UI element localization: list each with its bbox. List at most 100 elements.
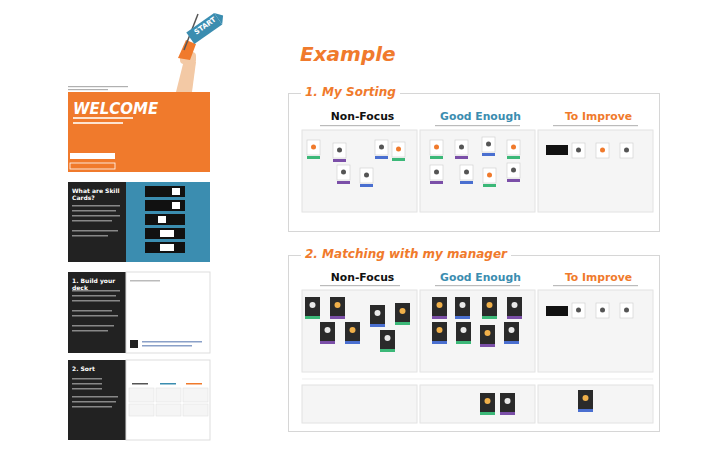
info-panel: 1. Build your deck [68,272,126,353]
skill-card [576,148,581,153]
sort-panel [186,383,202,385]
top-notes [68,89,108,90]
skill-card [392,158,405,161]
skill-card [620,143,633,158]
skill-card [392,142,405,161]
skill-card [395,303,410,322]
info-panel [160,244,174,251]
skill-card [305,316,320,319]
hand-flag-illustration [172,10,227,92]
sort-panel [156,404,181,416]
sort-column: Non-Focus [303,110,422,214]
skill-card [620,303,633,318]
skill-card [464,170,469,175]
skill-card [345,322,360,344]
skill-card [337,181,350,184]
info-panel [68,182,126,262]
info-panel [72,210,116,212]
hand-flag-illustration [186,13,222,44]
skill-card [364,173,369,178]
skill-card [455,140,468,159]
column-box [538,130,653,212]
info-panel [68,182,210,262]
column-heading: To Improve [539,271,658,284]
skill-card [572,143,585,158]
skill-card [600,148,605,153]
column-heading: Good Enough [421,271,540,284]
skill-card [432,322,447,344]
skill-card [430,140,443,155]
skill-card [360,168,373,183]
skill-card [437,302,443,308]
sort-panel [72,406,112,408]
deck-panel [72,310,112,312]
column-subtitle [320,285,400,286]
skill-card [486,142,491,147]
skill-card [500,393,515,412]
sort-panel [68,360,210,440]
skill-card [379,145,384,150]
column-subtitle [320,125,400,126]
sort-column: To Improve [539,110,658,214]
section-label: 2. Matching with my manager [301,247,511,261]
column-heading: To Improve [539,110,658,123]
skill-card [432,297,447,319]
skill-card [395,322,410,325]
sort-column: Non-Focus [303,271,422,375]
section-frame: 1. My SortingNon-FocusGood EnoughTo Impr… [288,93,660,232]
skill-card [546,145,568,155]
skill-card [335,302,341,308]
skill-card [583,395,589,401]
column-box [302,379,653,380]
skill-card [600,308,605,313]
skill-card [596,303,609,318]
info-panel [160,230,174,237]
section-frame: 2. Matching with my managerNon-FocusGood… [288,255,660,432]
skill-card [320,322,335,344]
info-panel [145,228,185,239]
welcome-panel [68,92,210,172]
skill-card [572,303,585,318]
skill-card [432,341,447,344]
skill-card [483,168,496,187]
skill-card [380,330,395,349]
skill-card [360,168,373,187]
skill-card [620,303,633,318]
skill-card [546,306,568,316]
skill-card [307,140,320,159]
skill-card [392,142,405,157]
skill-card [482,297,497,319]
sort-panel [129,404,154,416]
skill-card [572,143,585,158]
skill-card [375,156,388,159]
skill-card [311,145,316,150]
skill-card [370,324,385,327]
skill-card [480,325,495,344]
info-panel [72,205,120,207]
skill-card [375,140,388,155]
skill-card [482,297,497,316]
skill-card [341,170,346,175]
panel-heading: 2. Sort [72,365,122,372]
column-subtitle [320,125,638,286]
deck-panel [142,341,202,343]
sort-panel [126,360,210,440]
skill-card [430,181,443,184]
skill-card [333,143,346,162]
sort-column: Good Enough [421,110,540,214]
skill-card [487,302,493,308]
deck-panel [72,300,120,302]
info-panel [72,220,112,222]
info-panel [72,235,108,237]
sort-panel [129,388,154,402]
panel-heading: WELCOME [73,100,158,118]
skill-card [330,297,345,319]
skill-card [480,393,495,412]
skill-card [578,390,593,412]
sort-panel [72,396,118,398]
skill-card [480,412,495,415]
skill-card [455,297,470,316]
skill-card [511,145,516,150]
deck-panel [130,280,160,282]
skill-card [507,297,522,319]
